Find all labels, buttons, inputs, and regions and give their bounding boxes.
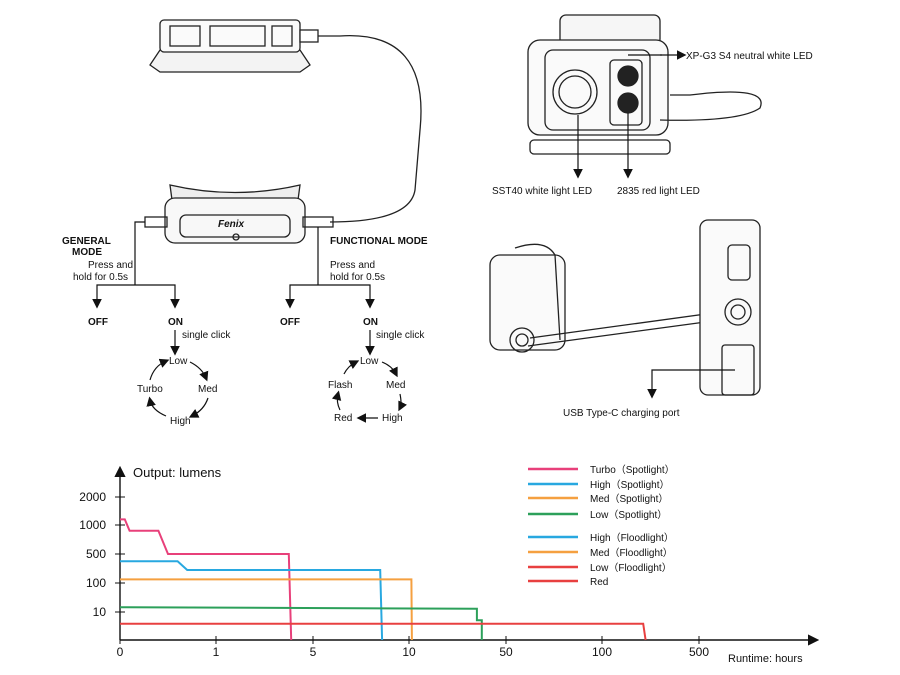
xtick-marks	[119, 636, 700, 644]
legend-label-1: High（Spotlight）	[590, 479, 669, 491]
functional-cycle-low: Low	[360, 356, 379, 367]
xtick-label: 5	[310, 645, 317, 659]
functional-single-click: single click	[376, 330, 425, 341]
legend-label-5: Med（Floodlight）	[590, 547, 673, 559]
functional-press-1: Press and	[330, 260, 375, 271]
general-mode-lines	[92, 221, 180, 309]
legend-label-2: Med（Spotlight）	[590, 493, 668, 505]
xtick-label: 50	[499, 645, 513, 659]
series-line-7	[120, 622, 647, 641]
battery-pack-illustration	[149, 19, 422, 223]
legend-label-4: High（Floodlight）	[590, 532, 674, 544]
chart-ylabel: Output: lumens	[133, 465, 222, 480]
functional-cycle-red: Red	[334, 413, 352, 424]
xtick-label: 10	[402, 645, 416, 659]
legend-label-0: Turbo（Spotlight）	[590, 464, 675, 476]
functional-on: ON	[363, 317, 378, 328]
ytick-label: 100	[86, 576, 106, 590]
label-usb-port: USB Type-C charging port	[563, 408, 680, 419]
series-line-2	[120, 578, 413, 641]
general-press-1: Press and	[88, 260, 133, 271]
runtime-chart: Output: lumens Runtime: hours 2000 1000 …	[79, 464, 820, 665]
general-single-click: single click	[182, 330, 231, 341]
series-line-3	[119, 606, 483, 640]
general-press-2: hold for 0.5s	[73, 272, 128, 283]
chart-legend: Turbo（Spotlight） High（Spotlight） Med（Spotl…	[528, 464, 675, 588]
general-on: ON	[168, 317, 183, 328]
legend-label-3: Low（Spotlight）	[590, 509, 667, 521]
functional-off: OFF	[280, 317, 300, 328]
label-2835-led: 2835 red light LED	[617, 186, 700, 197]
ytick-label: 2000	[79, 490, 106, 504]
functional-press-2: hold for 0.5s	[330, 272, 385, 283]
functional-cycle-flash: Flash	[328, 380, 352, 391]
headlamp-led-illustration	[527, 14, 762, 155]
series-line-1	[120, 560, 384, 641]
functional-cycle-arrows	[331, 360, 407, 423]
ytick-label: 10	[93, 605, 107, 619]
xtick-label: 1	[213, 645, 220, 659]
legend-label-6: Low（Floodlight）	[590, 562, 672, 574]
usb-callout-line	[647, 369, 735, 399]
xtick-label: 500	[689, 645, 709, 659]
xtick-label: 0	[117, 645, 124, 659]
chart-xlabel: Runtime: hours	[728, 653, 803, 665]
legend-label-7: Red	[590, 577, 608, 588]
general-cycle-arrows	[146, 358, 209, 418]
headlamp-front-illustration	[144, 184, 334, 244]
label-sst40-led: SST40 white light LED	[492, 186, 592, 197]
general-cycle-turbo: Turbo	[137, 384, 163, 395]
general-mode-title-1: GENERAL	[62, 236, 111, 247]
general-cycle-high: High	[170, 416, 191, 427]
xtick-label: 100	[592, 645, 612, 659]
functional-mode-lines	[285, 227, 375, 309]
general-cycle-med: Med	[198, 384, 217, 395]
series-line-0	[120, 518, 293, 641]
general-mode-title-2: MODE	[72, 247, 102, 258]
label-xpg3-led: XP-G3 S4 neutral white LED	[686, 51, 813, 62]
functional-cycle-high: High	[382, 413, 403, 424]
ytick-label: 1000	[79, 518, 106, 532]
series-layer	[119, 518, 647, 641]
led-callout-lines	[573, 50, 687, 179]
general-cycle-low: Low	[169, 356, 188, 367]
functional-mode-title: FUNCTIONAL MODE	[330, 236, 428, 247]
functional-cycle-med: Med	[386, 380, 405, 391]
headlamp-side-illustration	[489, 219, 761, 396]
ytick-label: 500	[86, 547, 106, 561]
brand-logo: Fenix	[218, 219, 245, 230]
general-off: OFF	[88, 317, 108, 328]
